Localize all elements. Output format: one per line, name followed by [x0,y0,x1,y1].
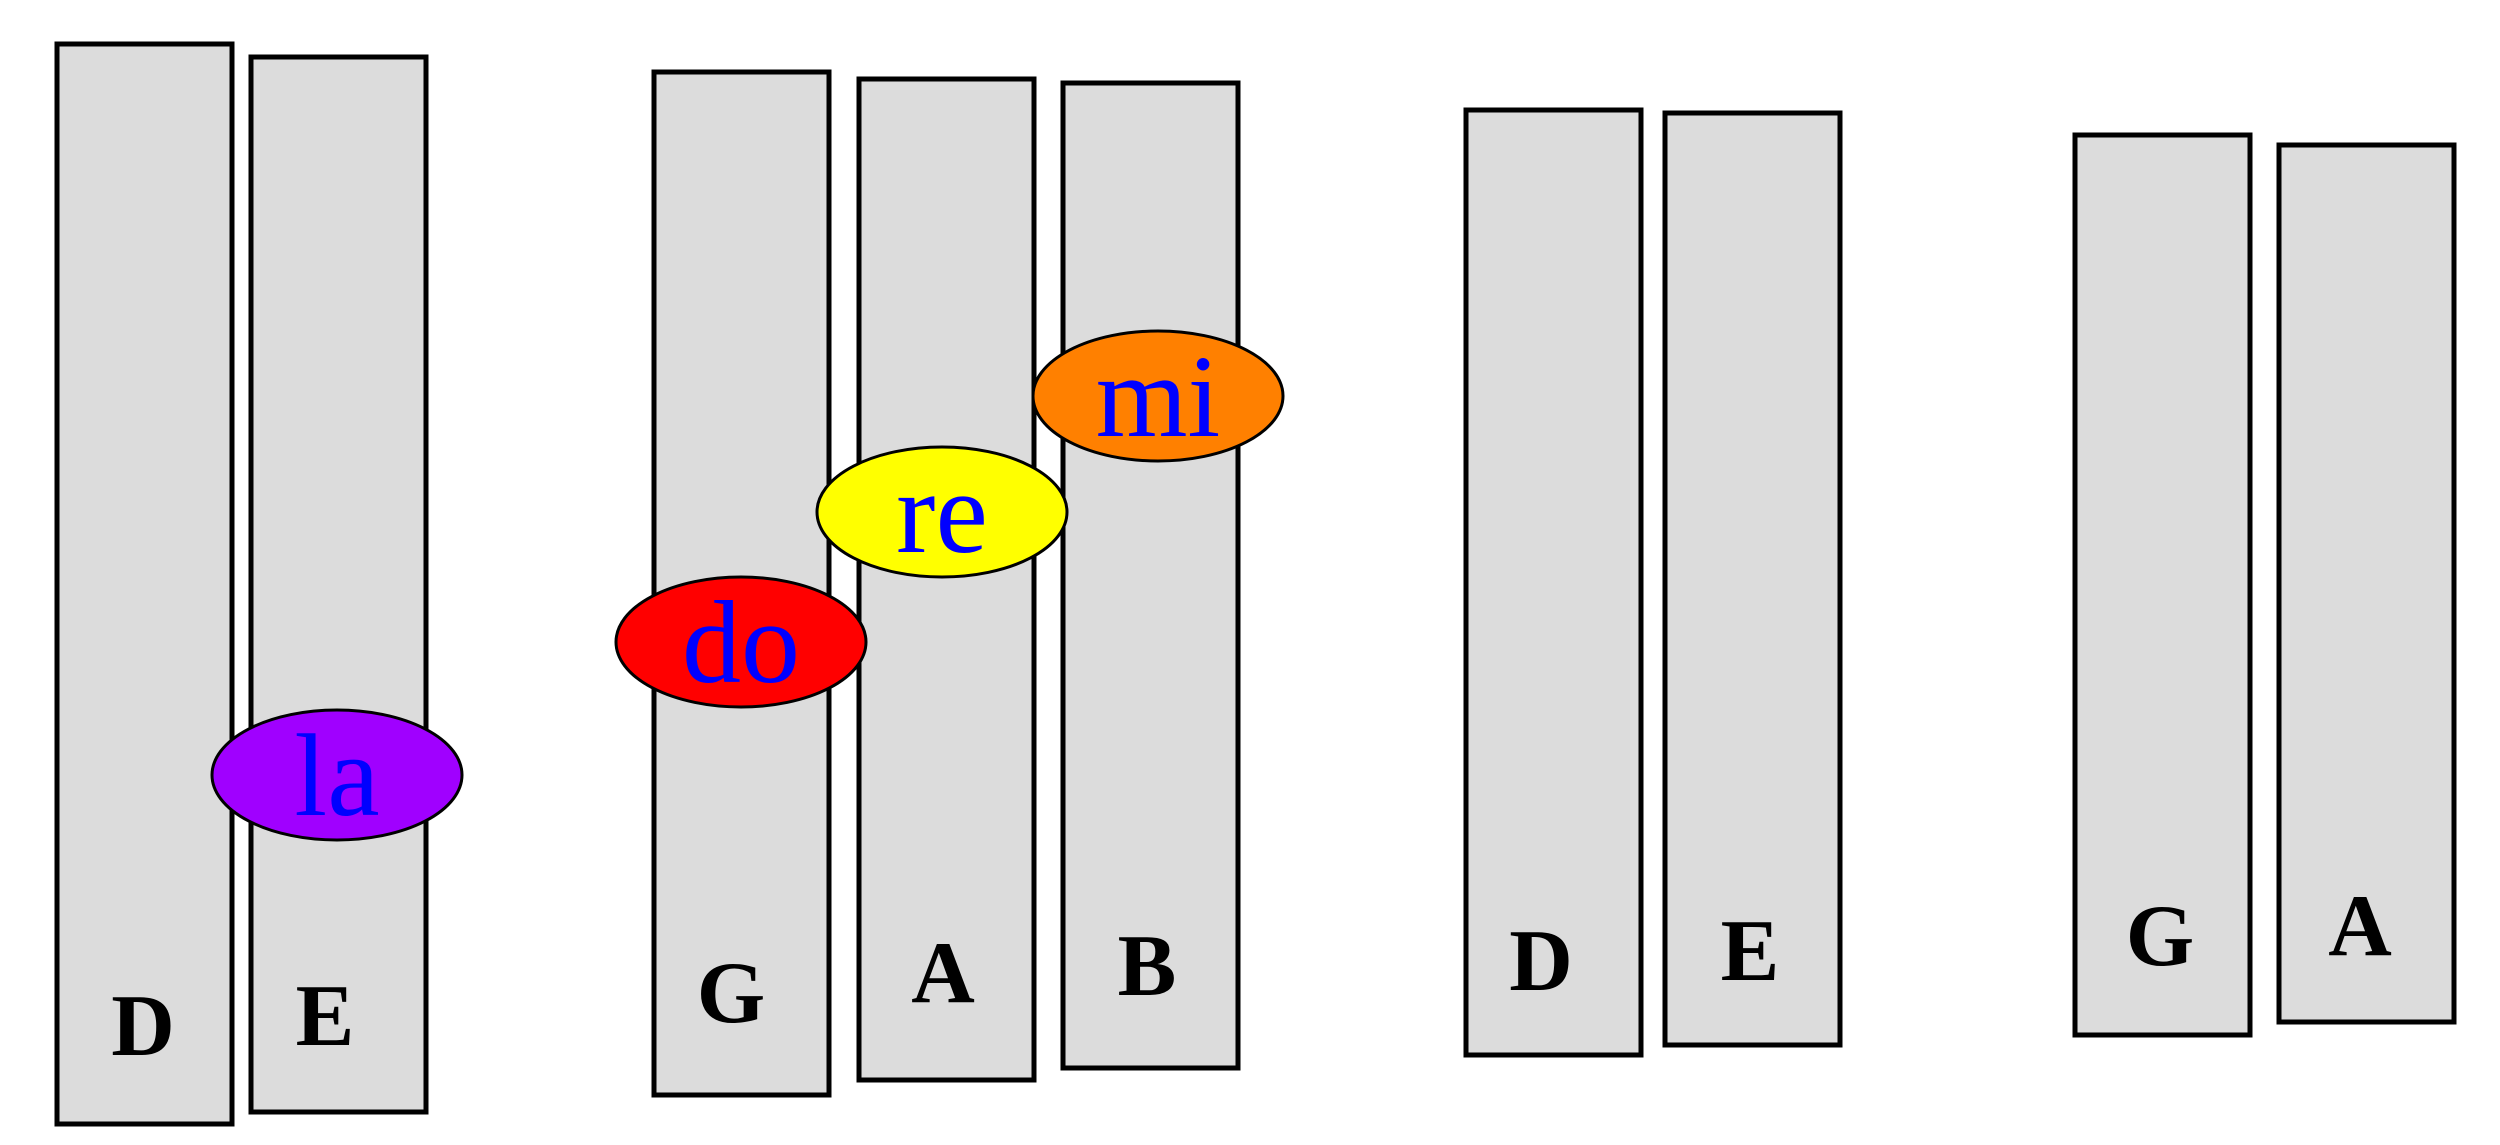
syllable-mi: mi [1031,329,1285,463]
syllable-oval [815,445,1069,579]
bar-note-label: G [697,945,765,1042]
syllable-la: la [210,708,464,842]
bar-body [2072,132,2253,1038]
bar-d: D [1463,107,1644,1058]
bar-body [1060,80,1241,1071]
bar-e: E [248,54,429,1115]
bar-b: B [1060,80,1241,1071]
bar-body [1662,110,1843,1048]
syllable-do: do [614,575,868,709]
bar-note-label: A [2328,878,2392,975]
bar-body [2276,142,2457,1025]
bar-note-label: D [1509,913,1573,1010]
syllable-text: la [294,710,379,841]
bar-note-label: G [2126,888,2194,985]
bar-body [1463,107,1644,1058]
bar-body [856,76,1037,1083]
syllable-oval [1031,329,1285,463]
bar-d: D [54,41,235,1127]
bar-note-label: E [1721,903,1780,1000]
syllable-text: re [896,447,988,578]
bar-note-label: E [296,968,355,1065]
syllable-re: re [815,445,1069,579]
bar-note-label: B [1118,918,1177,1015]
bar-body [54,41,235,1127]
bar-e: E [1662,110,1843,1048]
bar-a: A [856,76,1037,1083]
syllable-oval [210,708,464,842]
bar-a: A [2276,142,2457,1025]
syllable-oval [614,575,868,709]
bar-note-label: A [911,925,975,1022]
bar-body [248,54,429,1115]
syllable-text: do [682,577,800,708]
syllable-text: mi [1096,331,1221,462]
bar-g: G [2072,132,2253,1038]
bar-note-label: D [111,978,175,1075]
